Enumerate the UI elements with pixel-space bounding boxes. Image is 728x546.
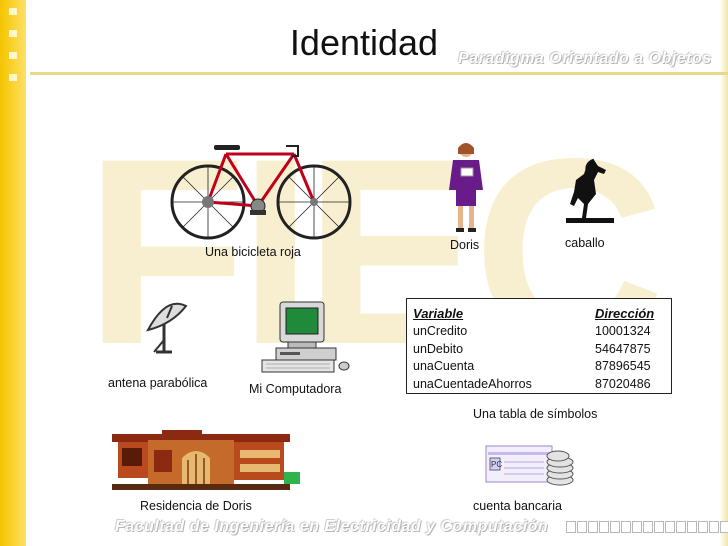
antenna-caption: antena parabólica [108, 376, 208, 390]
table-header-row: Variable Dirección [413, 305, 654, 323]
horse-illustration [566, 158, 614, 223]
svg-text:PC: PC [491, 460, 502, 469]
bicycle-caption: Una bicicleta roja [205, 245, 301, 259]
slide-footer: Facultad de Ingeniería en Electricidad y… [115, 518, 549, 535]
symbol-table: Variable Dirección unCredito 10001324 un… [406, 298, 672, 394]
computer-illustration [261, 301, 350, 373]
bicycle-illustration [170, 145, 352, 240]
cell-variable: unaCuenta [413, 359, 475, 374]
bank-account-illustration: PC [485, 445, 574, 486]
horse-caption: caballo [565, 236, 605, 250]
house-illustration [112, 430, 300, 490]
slide-title: Identidad [289, 22, 439, 63]
header-variable: Variable [413, 306, 464, 322]
cell-address: 54647875 [595, 341, 651, 356]
doris-caption: Doris [450, 238, 480, 252]
header-direccion: Dirección [595, 306, 655, 322]
account-caption: cuenta bancaria [473, 499, 562, 513]
satellite-dish-illustration [146, 302, 188, 354]
footer-placeholder-boxes [566, 521, 728, 533]
cell-variable: unDebito [413, 341, 464, 356]
header-rule [30, 72, 728, 75]
right-decorative-stripe [720, 0, 728, 546]
person-illustration [449, 143, 483, 232]
cell-address: 10001324 [595, 324, 651, 339]
cell-variable: unaCuentadeAhorros [413, 376, 532, 391]
house-caption: Residencia de Doris [140, 499, 252, 513]
table-row: unDebito 54647875 [413, 340, 654, 358]
computer-caption: Mi Computadora [249, 382, 342, 396]
cell-address: 87020486 [595, 376, 651, 391]
slide-subtitle: Paradigma Orientado a Objetos [458, 50, 712, 67]
table-row: unCredito 10001324 [413, 323, 654, 341]
cell-address: 87896545 [595, 359, 651, 374]
cell-variable: unCredito [413, 324, 468, 339]
table-caption: Una tabla de símbolos [473, 407, 598, 421]
table-row: unaCuenta 87896545 [413, 358, 654, 376]
table-row: unaCuentadeAhorros 87020486 [413, 375, 654, 393]
left-decorative-stripe [0, 0, 26, 546]
